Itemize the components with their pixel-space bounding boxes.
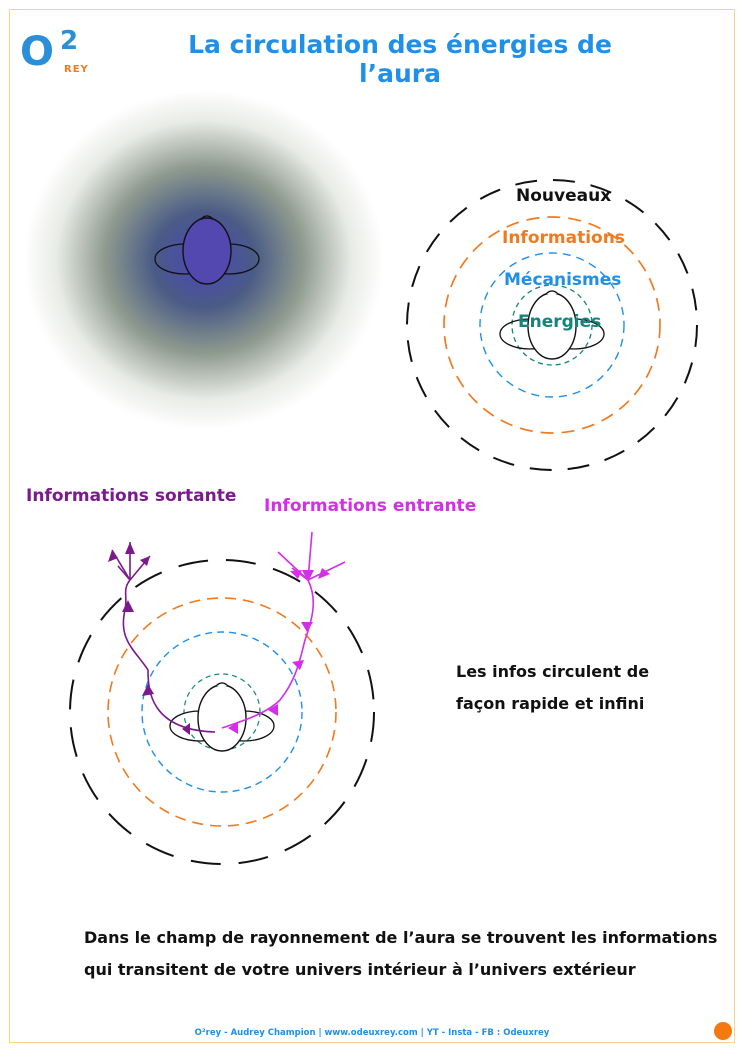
side-note-line-1: Les infos circulent de (456, 656, 649, 688)
outgoing-label: Informations sortante (26, 486, 236, 506)
ring-label-mecanismes: Mécanismes (504, 270, 621, 290)
flow-diagram (70, 532, 374, 864)
incoming-label: Informations entrante (264, 496, 476, 516)
outgoing-arrowheads (108, 542, 190, 735)
caption-line-2: qui transitent de votre univers intérieu… (84, 954, 717, 986)
caption: Dans le champ de rayonnement de l’aura s… (84, 922, 717, 986)
caption-line-1: Dans le champ de rayonnement de l’aura s… (84, 922, 717, 954)
ring-label-nouveaux: Nouveaux (516, 186, 611, 206)
corner-dot (714, 1022, 732, 1040)
side-note: Les infos circulent de façon rapide et i… (456, 656, 649, 720)
side-note-line-2: façon rapide et infini (456, 688, 649, 720)
ring-label-informations: Informations (502, 228, 625, 248)
outgoing-arrow (112, 542, 215, 732)
ring-label-energies: Energies (518, 312, 601, 332)
aura-illustration (24, 90, 384, 430)
footer: O²rey - Audrey Champion | www.odeuxrey.c… (0, 1028, 744, 1038)
